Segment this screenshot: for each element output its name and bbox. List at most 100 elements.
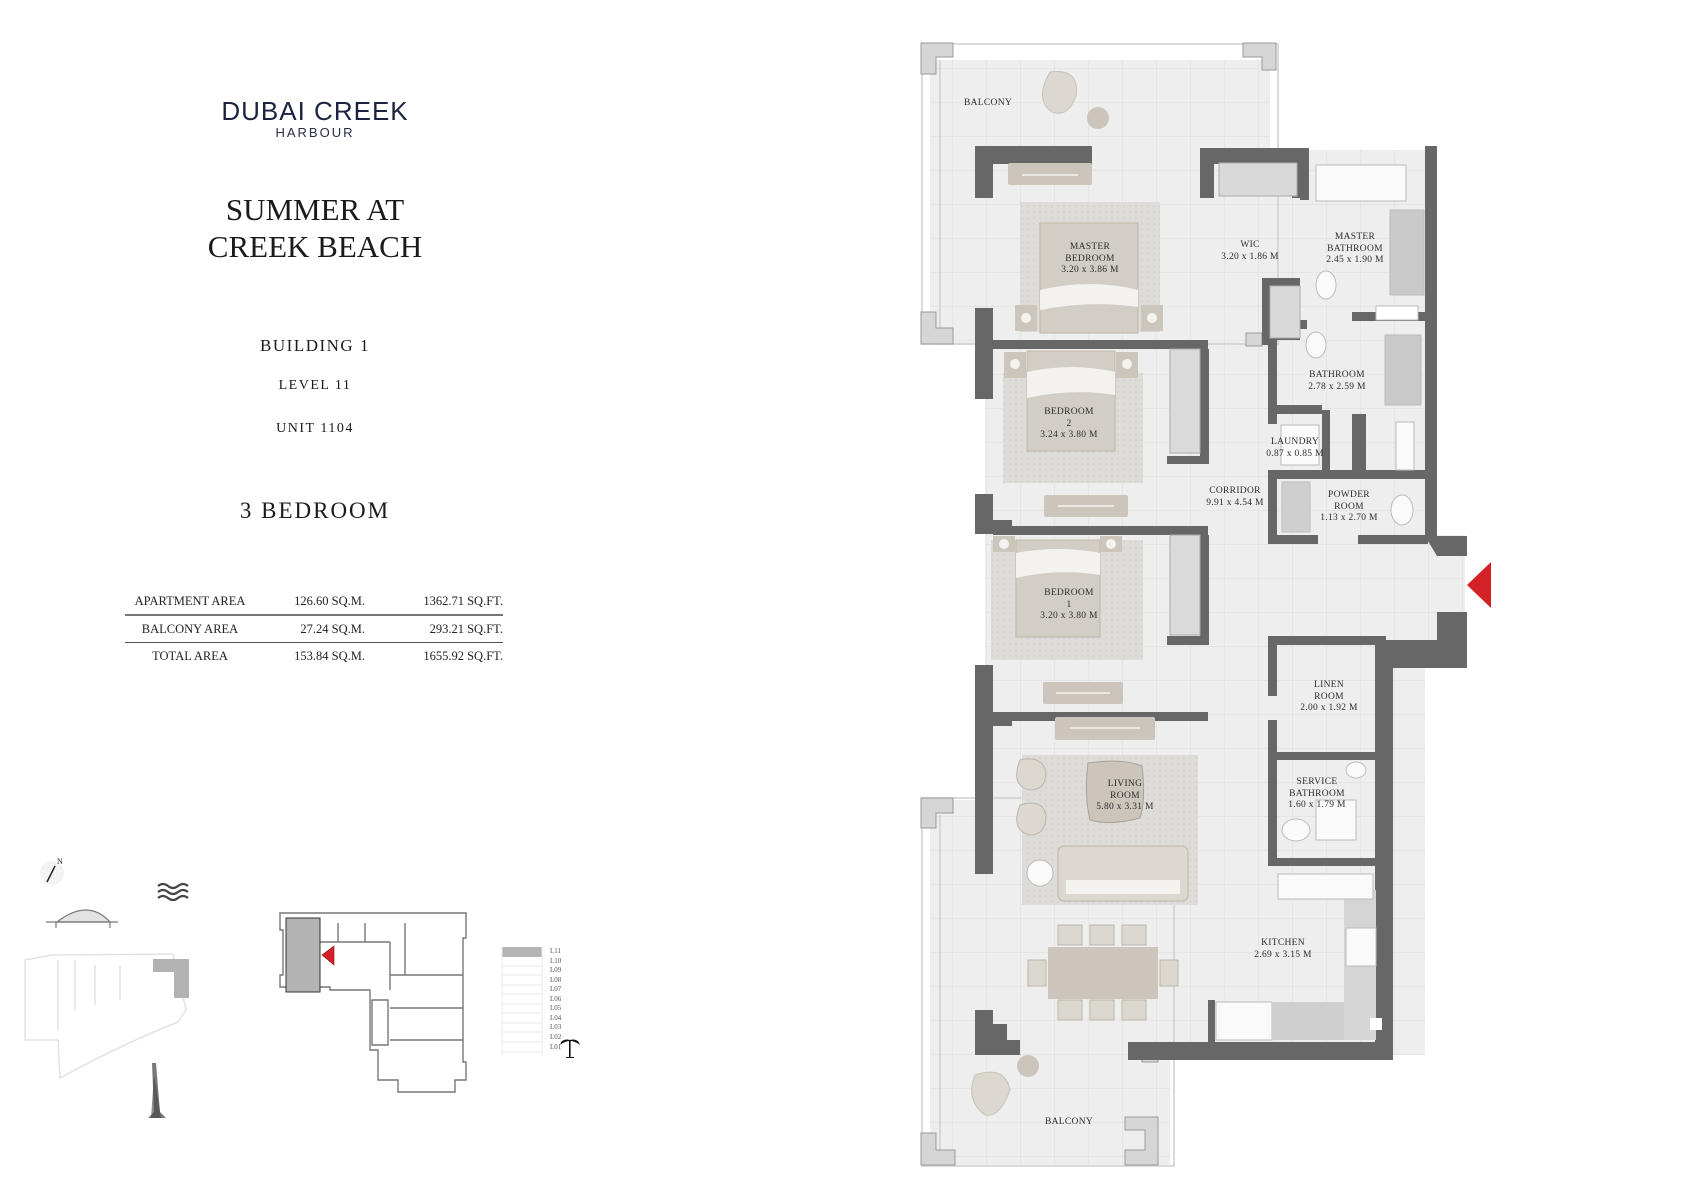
bathroom-label: BATHROOM 2.78 x 2.59 M: [1292, 370, 1382, 393]
room-dims: 3.20 x 1.86 M: [1221, 251, 1279, 262]
area-sqm: 153.84 SQ.M.: [294, 648, 365, 663]
room-name: BATHROOM: [1289, 788, 1345, 799]
room-name: BATHROOM: [1327, 243, 1383, 254]
room-name: LINEN: [1314, 680, 1344, 690]
bedroom1-furniture: [991, 534, 1201, 704]
room-dims: 1.60 x 1.79 M: [1288, 800, 1346, 810]
wic-label: WIC 3.20 x 1.86 M: [1210, 240, 1290, 263]
area-label: APARTMENT AREA: [134, 593, 246, 608]
master-bathroom-label: MASTER BATHROOM 2.45 x 1.90 M: [1310, 232, 1400, 267]
level-label: L02: [550, 1032, 562, 1041]
room-name: ROOM: [1314, 691, 1344, 702]
brand-name: DUBAI CREEK: [221, 96, 409, 126]
room-name: BEDROOM: [1044, 407, 1094, 417]
project-title-line2: CREEK BEACH: [207, 229, 423, 264]
room-name: ROOM: [1110, 790, 1140, 801]
room-name: MASTER: [1069, 242, 1111, 252]
area-row-balcony: BALCONY AREA 27.24 SQ.M. 293.21 SQ.FT.: [125, 616, 503, 642]
north-arrow-icon: N: [40, 857, 64, 885]
north-label: N: [57, 857, 63, 866]
level-labels: L11 L10 L09 L08 L07 L06 L05 L04 L03 L02 …: [550, 947, 580, 1053]
bedroom1-label: BEDROOM 1 3.20 x 3.80 M: [1026, 588, 1112, 623]
project-title: SUMMER AT CREEK BEACH: [150, 191, 480, 265]
master-bedroom-furniture: [1008, 163, 1163, 334]
unit-type-label: 3 BEDROOM: [239, 498, 391, 523]
level-label: L08: [550, 975, 562, 984]
wic-shelving: [1218, 162, 1301, 339]
area-row-total: TOTAL AREA 153.84 SQ.M. 1655.92 SQ.FT.: [125, 643, 503, 669]
level-stack: [501, 947, 543, 1056]
bridge-icon: [46, 909, 118, 928]
level-label: L06: [550, 994, 562, 1003]
room-name: BEDROOM: [1044, 588, 1094, 598]
room-name: BEDROOM: [1065, 253, 1115, 264]
level-label: LEVEL 11: [278, 378, 352, 393]
area-sqft: 1362.71 SQ.FT.: [423, 593, 503, 608]
living-room-label: LIVING ROOM 5.80 x 3.31 M: [1080, 779, 1170, 814]
site-building-highlight: [153, 959, 189, 998]
building-key-plan: [279, 912, 467, 1093]
kitchen-label: KITCHEN 2.69 x 3.15 M: [1238, 938, 1328, 961]
room-name: CORRIDOR: [1209, 486, 1261, 496]
room-dims: 3.20 x 3.86 M: [1061, 265, 1119, 275]
room-dims: 2.00 x 1.92 M: [1300, 703, 1358, 713]
level-label: L03: [550, 1023, 562, 1031]
dining-furniture: [1027, 924, 1179, 1021]
powder-room-label: POWDER ROOM 1.13 x 2.70 M: [1304, 490, 1394, 525]
level-label: L05: [550, 1004, 562, 1012]
room-name: ROOM: [1334, 501, 1364, 512]
balcony-top-label: BALCONY: [964, 98, 1013, 108]
room-name: SERVICE: [1296, 777, 1338, 787]
room-dims: 5.80 x 3.31 M: [1096, 802, 1154, 812]
level-label: L10: [550, 956, 562, 965]
room-name: BATHROOM: [1309, 370, 1365, 380]
room-dims: 2.69 x 3.15 M: [1254, 949, 1312, 960]
corridor-label: CORRIDOR 9.91 x 4.54 M: [1190, 486, 1280, 509]
room-dims: 9.91 x 4.54 M: [1206, 497, 1264, 508]
room-name: 1: [1066, 599, 1072, 610]
kitchen-fixtures: [1215, 890, 1382, 1041]
level-label: L11: [550, 947, 562, 955]
balcony-top-furniture: [1042, 71, 1109, 129]
room-dims: 1.13 x 2.70 M: [1320, 513, 1378, 523]
room-name: WIC: [1240, 240, 1260, 250]
bedroom2-furniture: [1003, 348, 1201, 517]
room-dims: 3.20 x 3.80 M: [1040, 611, 1098, 621]
level-label: L04: [550, 1013, 562, 1022]
waves-icon: [157, 882, 189, 902]
tower-icon: [148, 1063, 166, 1118]
master-bathroom-fixtures: [1315, 164, 1425, 321]
table-divider: [125, 642, 503, 643]
balcony-bottom-label: BALCONY: [1045, 1117, 1094, 1127]
area-sqft: 1655.92 SQ.FT.: [423, 648, 503, 663]
room-name: MASTER: [1334, 232, 1376, 242]
linen-room-label: LINEN ROOM 2.00 x 1.92 M: [1284, 680, 1374, 715]
table-divider: [125, 614, 503, 616]
laundry-label: LAUNDRY 0.87 x 0.85 M: [1250, 437, 1340, 460]
room-name: POWDER: [1328, 490, 1370, 500]
room-dims: 2.45 x 1.90 M: [1326, 255, 1384, 265]
walls: [975, 146, 1467, 1060]
room-dims: 3.24 x 3.80 M: [1040, 430, 1098, 440]
bedroom2-label: BEDROOM 2 3.24 x 3.80 M: [1026, 407, 1112, 442]
palm-tree-icon: [560, 1039, 580, 1058]
entry-marker-icon: [1467, 562, 1491, 608]
area-label: BALCONY AREA: [141, 621, 239, 636]
unit-highlight: [285, 917, 321, 993]
project-title-line1: SUMMER AT: [225, 192, 405, 227]
room-name: 2: [1066, 418, 1072, 429]
area-sqm: 27.24 SQ.M.: [300, 621, 365, 636]
building-label: BUILDING 1: [260, 336, 370, 355]
unit-entry-marker: [321, 945, 335, 966]
service-bathroom-label: SERVICE BATHROOM 1.60 x 1.79 M: [1272, 777, 1362, 812]
level-label: L09: [550, 966, 562, 974]
site-plan: [24, 953, 187, 1080]
room-dims: 0.87 x 0.85 M: [1266, 448, 1324, 459]
area-row-apartment: APARTMENT AREA 126.60 SQ.M. 1362.71 SQ.F…: [125, 588, 503, 614]
room-dims: 2.78 x 2.59 M: [1308, 381, 1366, 392]
area-table: APARTMENT AREA 126.60 SQ.M. 1362.71 SQ.F…: [125, 588, 503, 669]
level-highlight: [502, 947, 542, 957]
room-name: LAUNDRY: [1270, 437, 1320, 447]
room-name: KITCHEN: [1261, 938, 1305, 948]
